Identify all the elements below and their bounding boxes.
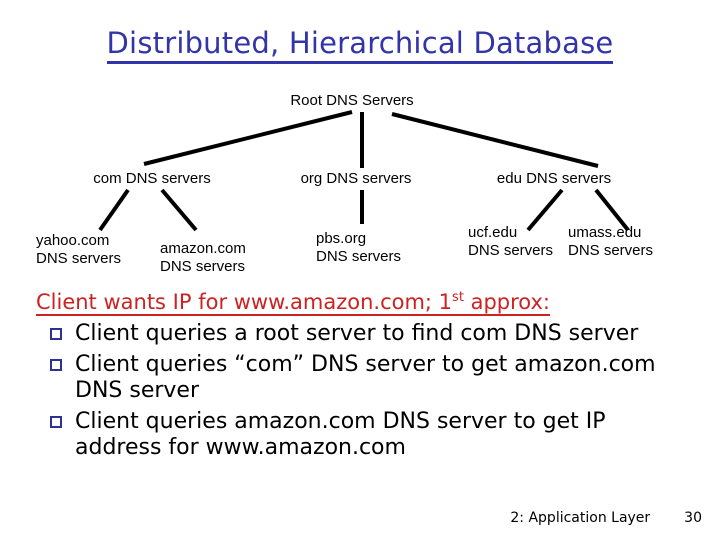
tree-node-amazon-line2: DNS servers	[160, 258, 246, 275]
tree-node-org: org DNS servers	[300, 170, 412, 187]
footer-page-number: 30	[684, 510, 702, 526]
list-item: Client queries “com” DNS server to get a…	[36, 352, 686, 404]
tree-node-ucf: ucf.edu DNS servers	[468, 224, 553, 260]
list-item-text: Client queries amazon.com DNS server to …	[75, 409, 606, 460]
tree-node-amazon-line1: amazon.com	[160, 240, 246, 257]
square-bullet-icon	[50, 328, 62, 340]
list-item: Client queries amazon.com DNS server to …	[36, 409, 686, 461]
tree-node-yahoo-line2: DNS servers	[36, 250, 122, 267]
tree-node-pbs-line1: pbs.org	[316, 230, 367, 247]
tree-node-umass-line2: DNS servers	[568, 242, 654, 259]
tree-node-ucf-line2: DNS servers	[468, 242, 554, 259]
page-title: Distributed, Hierarchical Database	[0, 26, 720, 64]
list-item: Client queries a root server to find com…	[36, 321, 686, 347]
edge-com-to-amazon	[160, 188, 198, 232]
tree-edges	[98, 110, 630, 232]
edge-root-to-edu	[391, 112, 599, 168]
tree-node-yahoo: yahoo.com DNS servers	[36, 232, 121, 268]
section-heading-ordinal-suffix: st	[452, 290, 464, 305]
tree-node-amazon: amazon.com DNS servers	[160, 240, 246, 276]
edge-com-to-yahoo	[98, 188, 130, 232]
section-heading: Client wants IP for www.amazon.com; 1st …	[36, 290, 551, 316]
slide-footer: 2: Application Layer 30	[510, 510, 702, 526]
section-heading-prefix: Client wants IP for www.amazon.com; 1	[36, 290, 453, 314]
tree-node-com: com DNS servers	[93, 170, 211, 187]
footer-chapter-label: 2: Application Layer	[510, 510, 651, 526]
tree-node-pbs: pbs.org DNS servers	[316, 230, 401, 266]
square-bullet-icon	[50, 359, 62, 371]
square-bullet-icon	[50, 416, 62, 428]
edge-edu-to-umass	[594, 188, 630, 232]
tree-node-ucf-line1: ucf.edu	[468, 224, 518, 241]
page-title-text: Distributed, Hierarchical Database	[106, 26, 614, 64]
list-item-text: Client queries a root server to find com…	[75, 321, 639, 346]
dns-hierarchy-diagram: Root DNS Servers com DNS servers org DNS…	[0, 84, 720, 284]
tree-node-edu: edu DNS servers	[496, 170, 612, 187]
edge-edu-to-ucf	[526, 188, 564, 232]
tree-node-umass: umass.edu DNS servers	[568, 224, 653, 260]
tree-node-root: Root DNS Servers	[290, 92, 414, 109]
tree-node-umass-line1: umass.edu	[568, 224, 642, 241]
edge-root-to-com	[143, 110, 353, 166]
list-item-text: Client queries “com” DNS server to get a…	[75, 352, 656, 403]
tree-node-pbs-line2: DNS servers	[316, 248, 402, 265]
tree-node-yahoo-line1: yahoo.com	[36, 232, 110, 249]
section-heading-suffix: approx:	[463, 290, 551, 314]
content-block: Client wants IP for www.amazon.com; 1st …	[36, 290, 686, 461]
